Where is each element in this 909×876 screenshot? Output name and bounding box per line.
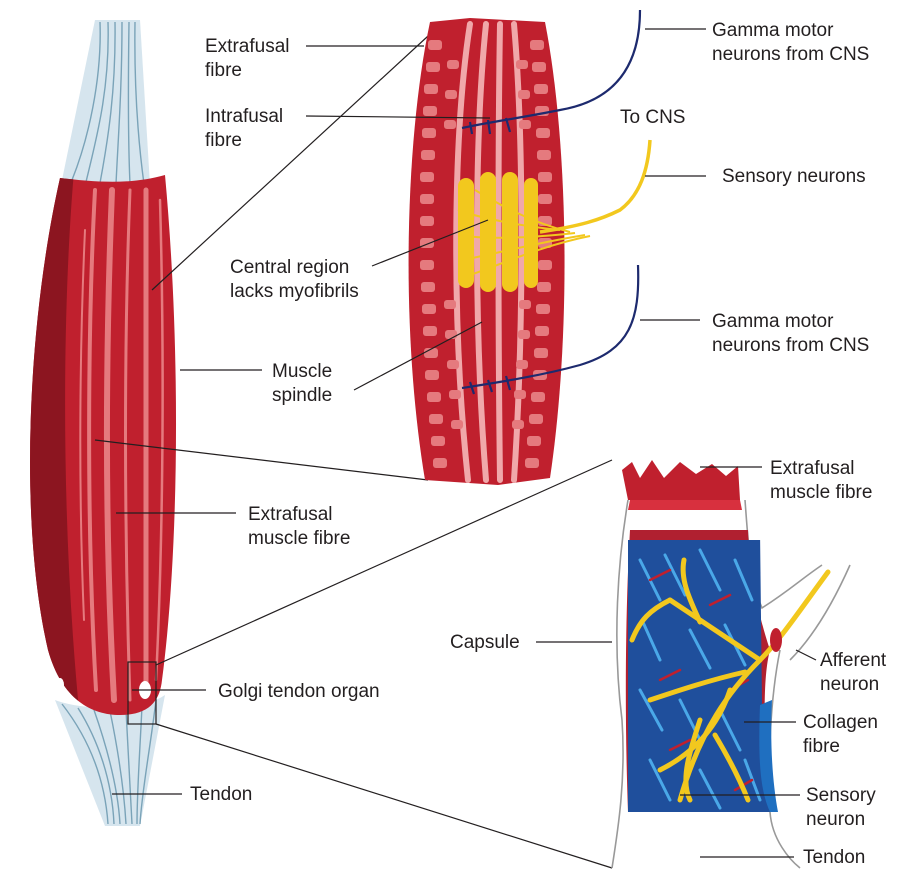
label-tendon-left: Tendon (190, 783, 252, 807)
label-intrafusal-fibre: Intrafusal fibre (205, 105, 283, 153)
label-muscle-spindle: Muscle spindle (272, 360, 332, 408)
label-sensory-neuron: Sensory neuron (806, 784, 876, 832)
label-afferent-neuron: Afferent neuron (820, 649, 886, 697)
label-extrafusal-fibre: Extrafusal fibre (205, 35, 289, 83)
label-extrafusal-muscle-fibre-right: Extrafusal muscle fibre (770, 457, 872, 505)
label-to-cns: To CNS (620, 106, 685, 130)
label-gamma-motor-bottom: Gamma motor neurons from CNS (712, 310, 869, 358)
label-sensory-neurons: Sensory neurons (722, 165, 866, 189)
label-golgi-tendon-organ: Golgi tendon organ (218, 680, 380, 704)
label-collagen-fibre: Collagen fibre (803, 711, 878, 759)
whole-muscle (20, 20, 176, 826)
label-capsule: Capsule (450, 631, 520, 655)
label-gamma-motor-top: Gamma motor neurons from CNS (712, 19, 869, 67)
label-central-region: Central region lacks myofibrils (230, 256, 359, 304)
label-extrafusal-muscle-fibre-left: Extrafusal muscle fibre (248, 503, 350, 551)
label-tendon-right: Tendon (803, 846, 865, 870)
spindle-detail (409, 10, 650, 485)
